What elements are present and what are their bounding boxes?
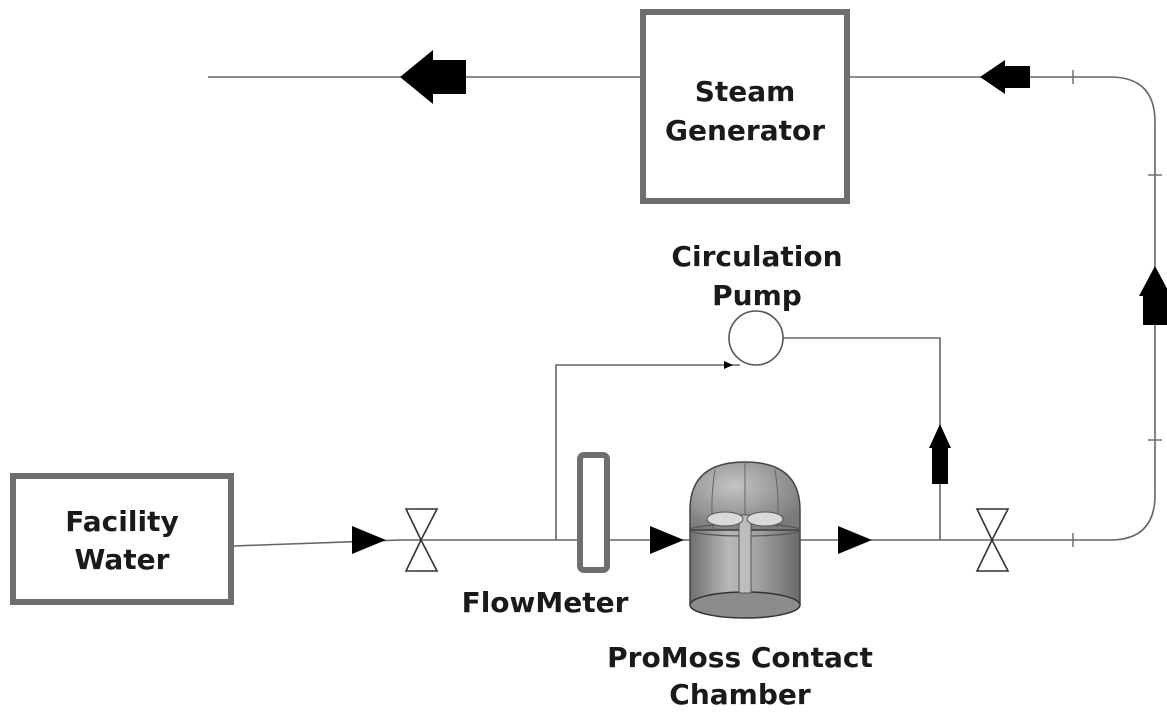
circulation-pump-label-line2: Pump [712, 279, 802, 312]
left-arrow-icon [980, 60, 1030, 94]
main-supply-pipe [232, 539, 1110, 547]
contact-chamber-label-line2: Chamber [669, 678, 811, 711]
contact-chamber-label-line1: ProMoss Contact [607, 641, 873, 674]
flowmeter: FlowMeter [462, 452, 629, 619]
steam-generator-label-line2: Generator [665, 114, 825, 147]
flow-arrows [352, 50, 1167, 554]
up-arrow-icon [1139, 266, 1167, 325]
up-arrow-icon [929, 424, 951, 484]
valve-left [404, 508, 439, 572]
right-arrow-icon [724, 361, 733, 369]
facility-water-label-line1: Facility [65, 505, 178, 538]
valve-right [975, 508, 1010, 572]
circulation-pump: Circulation Pump [671, 240, 843, 366]
facility-water-box: Facility Water [10, 473, 234, 605]
right-arrow-icon [352, 526, 386, 554]
circulation-pump-label-line1: Circulation [671, 240, 842, 273]
flowmeter-label: FlowMeter [462, 586, 629, 619]
pipe-joints [1072, 70, 1162, 547]
facility-water-label-line2: Water [75, 543, 170, 576]
left-arrow-icon [400, 50, 466, 104]
steam-generator-box: Steam Generator [640, 9, 850, 204]
contact-chamber: ProMoss Contact Chamber [607, 461, 873, 711]
pump-suction-pipe [555, 364, 740, 540]
right-arrow-icon [650, 526, 684, 554]
right-arrow-icon [838, 526, 872, 554]
steam-generator-label-line1: Steam [695, 75, 796, 108]
